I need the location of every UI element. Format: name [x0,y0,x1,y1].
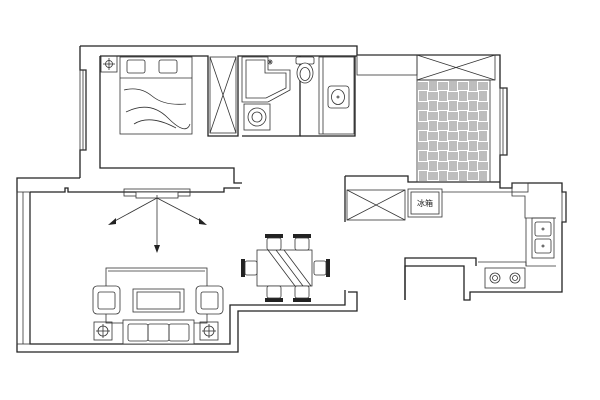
tall-cabinet [346,189,406,221]
fridge-label: 冰箱 [417,198,433,208]
pillow-left [126,59,146,74]
side-table-left [93,321,113,341]
kitchen-counter [442,191,556,267]
dining-chairs [241,234,330,302]
sofa [122,319,195,345]
coffee-table [132,288,185,313]
windows [16,69,567,345]
rug [105,267,208,324]
side-table-right [199,321,219,341]
storage-cabinet [416,54,496,81]
bedroom [100,55,237,135]
pillow-right [158,59,178,74]
living-room [92,188,224,345]
armchair-right [195,285,224,315]
armchair-left [92,285,121,315]
tv-cabinet [123,188,191,199]
bathroom [241,56,355,135]
tv-viewing-lines [108,197,207,253]
dining-table [256,249,313,287]
toilet [295,56,315,84]
sink [318,56,355,135]
shower [241,56,291,103]
nightstand [100,55,118,73]
wardrobe [209,56,237,134]
gas-stove [484,267,526,289]
fridge: 冰箱 [407,188,443,218]
study-room [356,54,496,183]
washing-machine [243,103,271,131]
tatami-floor [416,79,491,183]
kitchen: 冰箱 [346,188,556,289]
kitchen-sink [531,217,555,259]
tatami-hatch [418,81,488,181]
dining-area [241,234,330,302]
